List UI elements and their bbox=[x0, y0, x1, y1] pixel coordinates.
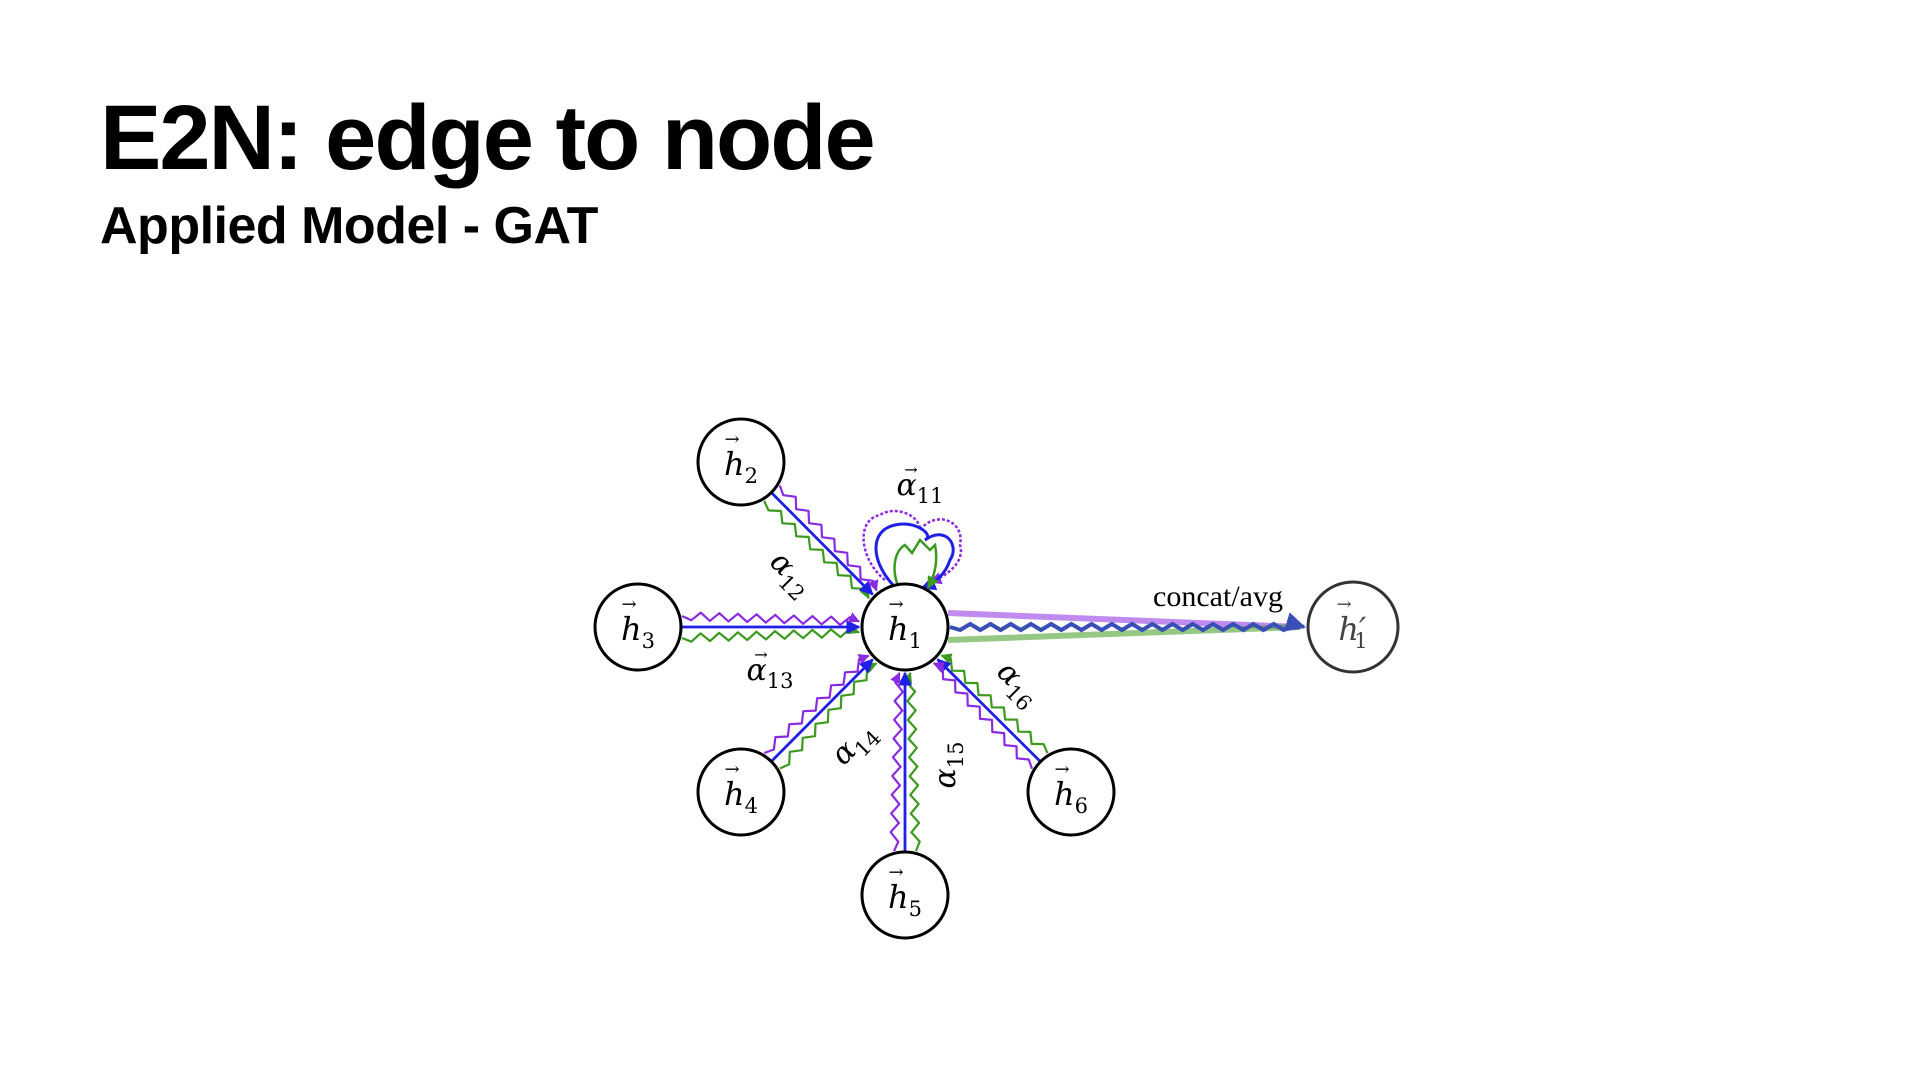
edge-h5-green bbox=[901, 671, 921, 852]
svg-text:α15: α15 bbox=[928, 742, 968, 789]
node-h4: h4 → bbox=[696, 747, 786, 837]
node-h1-prime-label: h′1 bbox=[1338, 610, 1367, 653]
alpha-14-label: α14 bbox=[824, 714, 886, 776]
edge-h2-blue bbox=[771, 492, 874, 596]
svg-text:α11: α11 bbox=[897, 468, 944, 508]
node-h3-label: h3 bbox=[621, 610, 655, 653]
edge-h4-green bbox=[779, 662, 878, 770]
edge-h6-blue bbox=[936, 658, 1041, 762]
vector-arrow-icon: → bbox=[724, 429, 739, 450]
vector-arrow-icon: h bbox=[888, 610, 909, 648]
node-h2: h2 → bbox=[696, 417, 786, 507]
edge-h2-purple bbox=[778, 485, 879, 592]
alpha-12-label: α12 bbox=[759, 544, 821, 606]
vector-arrow-icon: → bbox=[888, 862, 903, 883]
edge-h3-purple bbox=[681, 611, 860, 626]
self-loop-blue-edge bbox=[874, 522, 955, 591]
node-h5-label: h5 bbox=[888, 878, 922, 921]
node-h1: h1 → bbox=[860, 582, 950, 672]
vector-arrow-icon: → bbox=[754, 645, 767, 664]
node-h1-prime-output: h′1 → bbox=[1306, 580, 1400, 674]
concat-avg-label: concat/avg bbox=[1153, 580, 1283, 613]
edge-h6-green bbox=[940, 653, 1049, 754]
vector-arrow-icon: → bbox=[724, 759, 739, 780]
edge-h4-blue bbox=[771, 658, 874, 762]
self-loop-edges bbox=[862, 509, 963, 591]
edge-h3-green bbox=[681, 623, 861, 643]
output-blue-edge bbox=[949, 612, 1306, 633]
slide-title: E2N: edge to node bbox=[100, 87, 876, 189]
edge-h4-purple bbox=[763, 653, 870, 755]
node-h5: h5 → bbox=[860, 850, 950, 940]
svg-text:α13: α13 bbox=[747, 653, 794, 693]
vector-arrow-icon: → bbox=[621, 594, 636, 615]
node-h6-label: h6 bbox=[1054, 775, 1088, 818]
alpha-11-label: α11 → bbox=[897, 460, 944, 508]
edge-h5-purple bbox=[889, 672, 904, 852]
alpha-15-label: α15 bbox=[928, 742, 968, 789]
node-h6: h6 → bbox=[1026, 747, 1116, 837]
self-loop-green-edge bbox=[893, 537, 939, 591]
self-loop-purple-edge bbox=[862, 509, 963, 585]
node-h1-label: h1 bbox=[888, 610, 922, 653]
edge-h6-purple bbox=[932, 662, 1034, 770]
vector-arrow-icon: → bbox=[1336, 594, 1351, 615]
node-h2-label: h2 bbox=[724, 445, 758, 488]
svg-text:α12: α12 bbox=[759, 544, 821, 606]
output-edges bbox=[947, 610, 1306, 643]
edge-h2-green bbox=[763, 500, 870, 600]
edges-layer bbox=[681, 485, 1049, 852]
alpha-13-label: α13 → bbox=[747, 645, 794, 693]
vector-arrow-icon: → bbox=[904, 460, 917, 479]
vector-arrow-icon: → bbox=[1054, 759, 1069, 780]
node-h3: h3 → bbox=[593, 582, 683, 672]
node-h4-label: h4 bbox=[724, 775, 758, 818]
svg-text:α14: α14 bbox=[824, 714, 886, 776]
output-purple-edge bbox=[947, 610, 1301, 630]
slide-subtitle: Applied Model - GAT bbox=[100, 197, 598, 255]
vector-arrow-icon: → bbox=[888, 594, 903, 615]
